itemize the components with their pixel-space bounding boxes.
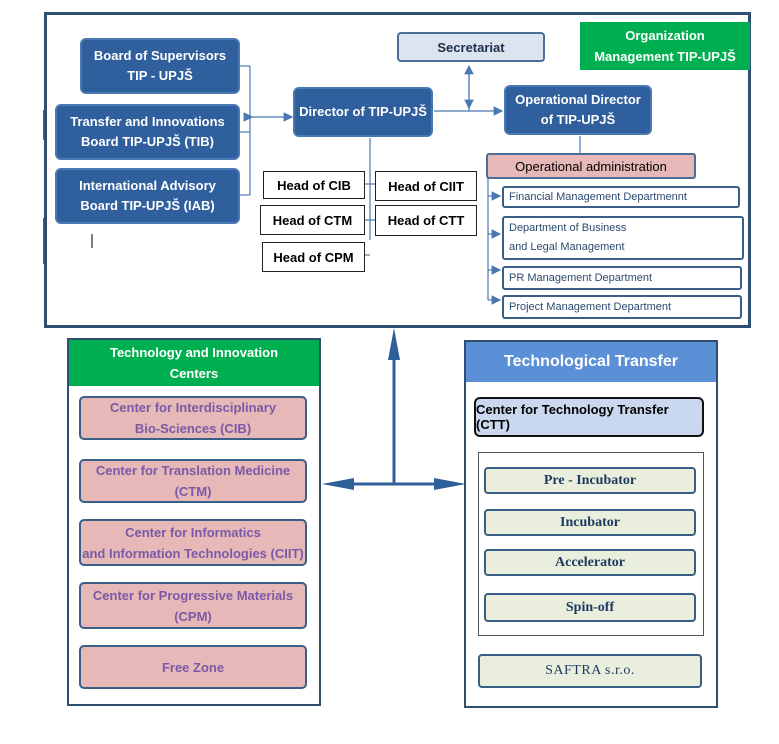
center-cpm: Center for Progressive Materials (CPM) bbox=[79, 582, 307, 629]
free-zone: Free Zone bbox=[79, 645, 307, 689]
board-of-supervisors: Board of Supervisors TIP - UPJŠ bbox=[80, 38, 240, 94]
dept-project: Project Management Department bbox=[502, 295, 742, 319]
head-of-cpm: Head of CPM bbox=[262, 242, 365, 272]
head-of-ciit: Head of CIIT bbox=[375, 171, 477, 201]
secretariat-box: Secretariat bbox=[397, 32, 545, 62]
dept-financial: Financial Management Departmennt bbox=[502, 186, 740, 208]
dept-pr: PR Management Department bbox=[502, 266, 742, 290]
operational-director-box: Operational Director of TIP-UPJŠ bbox=[504, 85, 652, 135]
stage-spin-off: Spin-off bbox=[484, 593, 696, 622]
ctt-box: Center for Technology Transfer (CTT) bbox=[474, 397, 704, 437]
center-ciit: Center for Informatics and Information T… bbox=[79, 519, 307, 566]
tt-title: Technological Transfer bbox=[466, 342, 716, 382]
stage-pre-incubator: Pre - Incubator bbox=[484, 467, 696, 494]
tic-title: Technology and Innovation Centers bbox=[69, 340, 319, 386]
stage-accelerator: Accelerator bbox=[484, 549, 696, 576]
international-advisory-board: International Advisory Board TIP-UPJŠ (I… bbox=[55, 168, 240, 224]
operational-administration: Operational administration bbox=[486, 153, 696, 179]
transfer-innovations-board: Transfer and Innovations Board TIP-UPJŠ … bbox=[55, 104, 240, 160]
director-box: Director of TIP-UPJŠ bbox=[293, 87, 433, 137]
center-ctm: Center for Translation Medicine (CTM) bbox=[79, 459, 307, 503]
head-of-ctm: Head of CTM bbox=[260, 205, 365, 235]
stage-incubator: Incubator bbox=[484, 509, 696, 536]
org-management-frame bbox=[44, 12, 751, 328]
dept-business-legal: Department of Business and Legal Managem… bbox=[502, 216, 744, 260]
saftra-box: SAFTRA s.r.o. bbox=[478, 654, 702, 688]
head-of-ctt: Head of CTT bbox=[375, 205, 477, 236]
org-management-label: Organization Management TIP-UPJŠ bbox=[580, 22, 750, 70]
head-of-cib: Head of CIB bbox=[263, 171, 365, 199]
center-cib: Center for Interdisciplinary Bio-Science… bbox=[79, 396, 307, 440]
